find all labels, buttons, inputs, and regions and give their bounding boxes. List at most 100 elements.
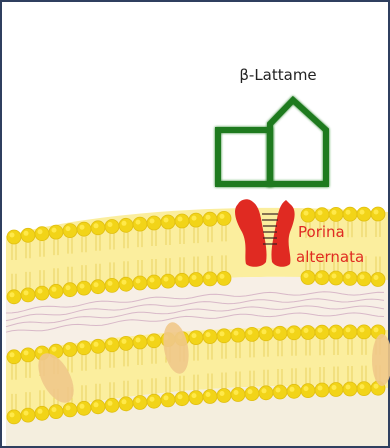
lipid-head	[301, 326, 315, 340]
lipid-head	[7, 410, 21, 424]
lipid-head	[77, 341, 91, 355]
lipid-head	[371, 273, 385, 287]
lipid-head-highlight	[122, 221, 127, 226]
lipid-head	[105, 398, 119, 412]
lipid-head-highlight	[122, 280, 127, 285]
lipid-head-highlight	[80, 225, 85, 230]
lipid-head-highlight	[150, 278, 155, 283]
lipid-head-highlight	[80, 404, 85, 409]
lipid-head	[315, 383, 329, 397]
lipid-head-highlight	[178, 217, 183, 222]
lipid-head-highlight	[332, 274, 337, 279]
lipid-head-highlight	[80, 284, 85, 289]
lipid-head	[315, 325, 329, 339]
lipid-head	[133, 335, 147, 349]
lipid-head	[7, 350, 21, 364]
lipid-head	[63, 403, 77, 417]
lipid-head-highlight	[108, 340, 113, 345]
lipid-head	[63, 224, 77, 238]
lipid-head-highlight	[52, 347, 57, 352]
lipid-head-highlight	[346, 385, 351, 390]
lipid-head-highlight	[304, 328, 309, 333]
lipid-head	[91, 221, 105, 235]
lipid-head	[35, 406, 49, 420]
lipid-head-highlight	[276, 388, 281, 393]
lipid-head-highlight	[304, 386, 309, 391]
lipid-head-highlight	[38, 289, 43, 294]
lipid-head-highlight	[192, 333, 197, 338]
lipid-head-highlight	[248, 330, 253, 335]
lipid-head	[329, 207, 343, 221]
lipid-head	[343, 382, 357, 396]
lipid-head-highlight	[206, 215, 211, 220]
lipid-head	[147, 394, 161, 408]
lipid-head-highlight	[136, 398, 141, 403]
lipid-head-highlight	[374, 384, 379, 389]
lipid-head-highlight	[10, 352, 15, 357]
lipid-head-highlight	[234, 390, 239, 395]
lipid-head-highlight	[24, 350, 29, 355]
lipid-head	[329, 271, 343, 285]
lipid-head	[287, 326, 301, 340]
lipid-head-highlight	[136, 338, 141, 343]
lipid-head-highlight	[94, 342, 99, 347]
lipid-head-highlight	[192, 275, 197, 280]
lipid-head	[49, 284, 63, 298]
lipid-head-highlight	[10, 412, 15, 417]
lipid-head	[231, 388, 245, 402]
lipid-head	[133, 217, 147, 231]
lipid-head	[315, 208, 329, 222]
lipid-head	[119, 277, 133, 291]
lipid-head	[259, 386, 273, 400]
lipid-head	[203, 390, 217, 404]
lipid-head-highlight	[360, 384, 365, 389]
lipid-head-highlight	[332, 385, 337, 390]
lipid-head-highlight	[38, 409, 43, 414]
lipid-head	[189, 331, 203, 345]
lipid-head	[217, 271, 231, 285]
lipid-head-highlight	[346, 210, 351, 215]
lipid-head-highlight	[318, 386, 323, 391]
lipid-head	[217, 211, 231, 225]
lipid-head-highlight	[94, 282, 99, 287]
lipid-head-highlight	[66, 226, 71, 231]
lipid-head	[63, 343, 77, 357]
lipid-head	[203, 212, 217, 226]
lipid-head	[175, 214, 189, 228]
lipid-head	[161, 393, 175, 407]
lipid-head	[91, 400, 105, 414]
beta-lactam-label: β-Lattame	[239, 66, 316, 84]
lipid-head	[357, 382, 371, 396]
lipid-head-highlight	[108, 222, 113, 227]
lipid-head	[217, 329, 231, 343]
lipid-head-highlight	[122, 339, 127, 344]
lipid-head	[189, 391, 203, 405]
lipid-head	[91, 280, 105, 294]
lipid-head	[21, 228, 35, 242]
lipid-head	[119, 218, 133, 232]
lipid-head	[287, 384, 301, 398]
lipid-head-highlight	[136, 220, 141, 225]
lipid-head-highlight	[24, 411, 29, 416]
lipid-head-highlight	[192, 393, 197, 398]
lipid-head-highlight	[374, 327, 379, 332]
lipid-head-highlight	[346, 327, 351, 332]
lipid-head-highlight	[304, 211, 309, 216]
lipid-head-highlight	[150, 397, 155, 402]
lipid-head-highlight	[150, 336, 155, 341]
lipid-head-highlight	[164, 395, 169, 400]
lipid-head-highlight	[360, 210, 365, 215]
lipid-head	[357, 325, 371, 339]
lipid-head-highlight	[374, 275, 379, 280]
lipid-head-highlight	[234, 331, 239, 336]
lipid-head	[105, 278, 119, 292]
lipid-head-highlight	[360, 274, 365, 279]
lipid-head	[343, 207, 357, 221]
lipid-head	[189, 213, 203, 227]
lipid-head	[371, 207, 385, 221]
porin-label-line2: alternata	[296, 248, 364, 266]
lipid-head-highlight	[164, 277, 169, 282]
lipid-head-highlight	[220, 391, 225, 396]
